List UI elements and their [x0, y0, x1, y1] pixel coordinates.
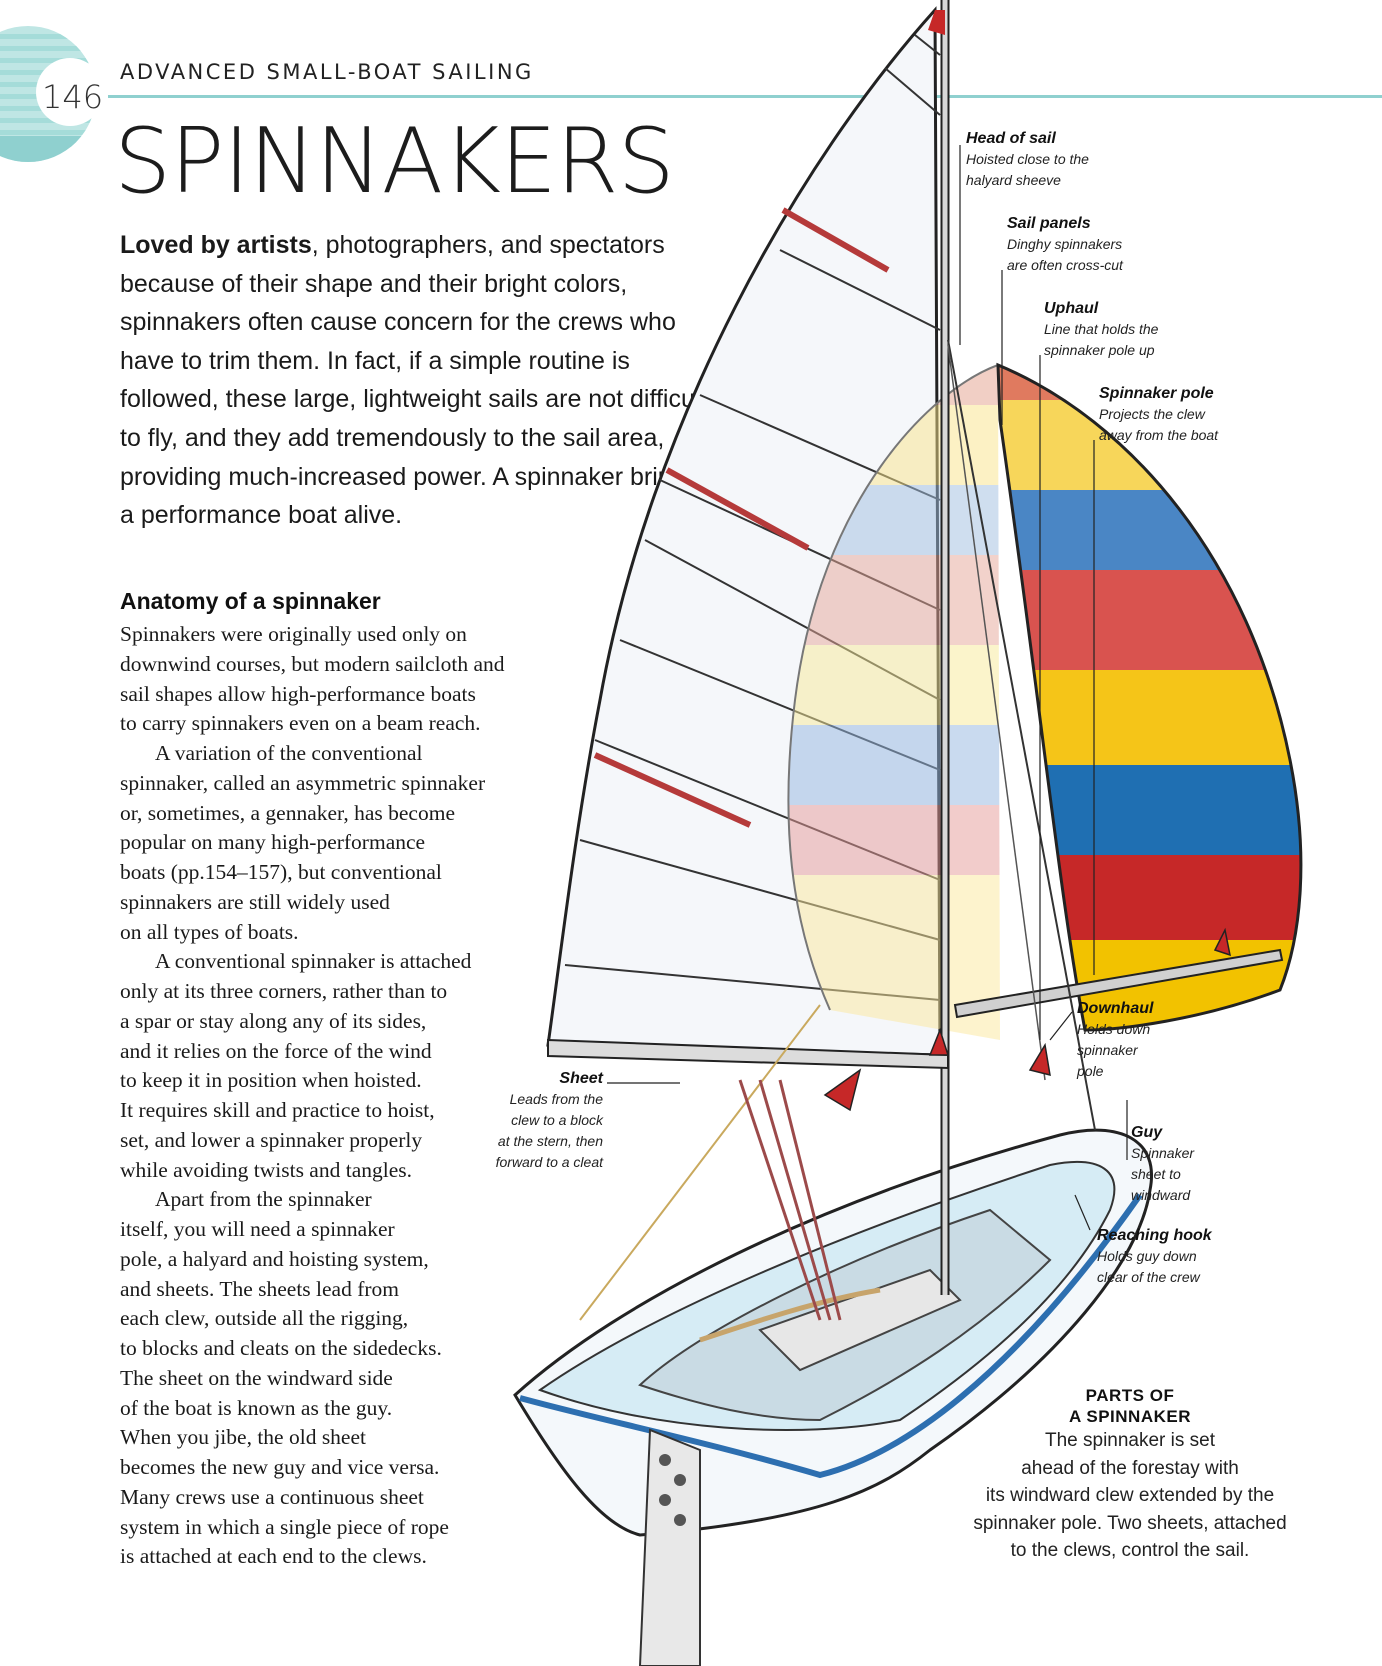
section-heading: Anatomy of a spinnaker — [120, 588, 381, 614]
page-number: 146 — [42, 78, 104, 116]
label-desc: Line that holds the — [1044, 321, 1159, 337]
label-title: Head of sail — [966, 130, 1056, 147]
label-head-of-sail: Head of sail Hoisted close to the halyar… — [966, 128, 1089, 191]
label-uphaul: Uphaul Line that holds the spinnaker pol… — [1044, 298, 1158, 361]
caption-line: its windward clew extended by the — [985, 1485, 1275, 1506]
label-desc: spinnaker pole up — [1044, 342, 1155, 358]
body-line: boats (pp.154–157), but conventional — [120, 860, 442, 884]
body-line: sail shapes allow high-performance boats — [120, 681, 476, 706]
label-desc: Spinnaker — [1131, 1145, 1195, 1161]
body-line: or, sometimes, a gennaker, has become — [120, 800, 455, 825]
page-tab-badge — [0, 26, 104, 162]
body-line: and it relies on the force of the wind — [120, 1038, 432, 1063]
body-line: popular on many high-performance — [120, 830, 426, 855]
boom — [547, 1038, 949, 1070]
label-desc: halyard sheeve — [966, 172, 1061, 188]
spinnaker-pole — [953, 948, 1284, 1019]
caption-line: to the clews, control the sail. — [1010, 1540, 1250, 1561]
caption-line: ahead of the forestay with — [1021, 1457, 1239, 1479]
label-desc: away from the boat — [1099, 427, 1219, 443]
label-desc: sheet to — [1131, 1166, 1181, 1182]
label-desc: are often cross-cut — [1007, 257, 1123, 273]
body-line: The sheet on the windward side — [120, 1365, 393, 1390]
caption-title: A SPINNAKER — [1069, 1407, 1191, 1426]
section-body: Spinnakers were originally used only on … — [120, 620, 505, 1572]
body-line: Apart from the spinnaker — [155, 1187, 372, 1212]
control-lines — [738, 1079, 842, 1321]
leader-lines — [607, 145, 1128, 1231]
label-title: Spinnaker pole — [1099, 385, 1214, 402]
body-line: downwind courses, but modern sailcloth a… — [120, 651, 505, 676]
body-line: Many crews use a continuous sheet — [120, 1484, 424, 1509]
label-desc: Leads from the — [509, 1091, 603, 1107]
body-line: itself, you will need a spinnaker — [120, 1217, 395, 1241]
dinghy-spinnaker-illustration — [513, 0, 1303, 1666]
body-line: while avoiding twists and tangles. — [120, 1157, 413, 1182]
body-line: of the boat is known as the guy. — [120, 1395, 393, 1420]
label-downhaul: Downhaul Holds down spinnaker pole — [1077, 998, 1153, 1082]
body-line: A variation of the conventional — [155, 741, 423, 765]
label-title: Uphaul — [1044, 300, 1099, 317]
intro-lead: Loved by artists — [120, 231, 312, 259]
body-line: is attached at each end to the clews. — [120, 1544, 427, 1569]
label-title: Reaching hook — [1097, 1227, 1212, 1244]
body-line: a spar or stay along any of its sides, — [120, 1008, 427, 1033]
body-line: and sheets. The sheets lead from — [120, 1276, 400, 1301]
caption-line: The spinnaker is set — [1044, 1430, 1216, 1451]
body-line: Spinnakers were originally used only on — [120, 622, 467, 646]
label-desc: clew to a block — [511, 1112, 603, 1128]
body-line: pole, a halyard and hoisting system, — [120, 1246, 429, 1271]
label-desc: Projects the clew — [1099, 406, 1205, 422]
page-title: SPINNAKERS — [114, 109, 675, 214]
hull — [513, 1128, 1153, 1666]
header-rule — [108, 95, 1382, 98]
body-line: A conventional spinnaker is attached — [155, 949, 472, 974]
label-desc: Hoisted close to the — [966, 151, 1089, 167]
battens — [593, 207, 890, 828]
body-line: to keep it in position when hoisted. — [120, 1068, 422, 1093]
figure-caption: PARTS OF A SPINNAKER The spinnaker is se… — [940, 1385, 1320, 1565]
label-desc: at the stern, then — [497, 1133, 603, 1149]
body-line: only at its three corners, rather than t… — [120, 979, 448, 1003]
body-line: system in which a single piece of rope — [120, 1514, 449, 1539]
label-desc: forward to a cleat — [495, 1154, 603, 1170]
label-sail-panels: Sail panels Dinghy spinnakers are often … — [1007, 213, 1123, 276]
body-line: to carry spinnakers even on a beam reach… — [120, 711, 481, 736]
sheet-line — [579, 1004, 821, 1321]
label-reaching-hook: Reaching hook Holds guy down clear of th… — [1097, 1225, 1212, 1288]
label-title: Guy — [1131, 1124, 1163, 1141]
label-desc: clear of the crew — [1097, 1269, 1200, 1285]
label-desc: windward — [1131, 1187, 1191, 1203]
shroud — [947, 344, 1046, 1081]
label-desc: Dinghy spinnakers — [1007, 236, 1123, 252]
intro-text: , photographers, and spectators because … — [120, 231, 708, 530]
body-line: It requires skill and practice to hoist, — [120, 1098, 435, 1122]
body-line: each clew, outside all the rigging, — [120, 1306, 409, 1331]
forestay — [947, 339, 1096, 1131]
caption-line: spinnaker pole. Two sheets, attached — [973, 1512, 1287, 1534]
label-title: Downhaul — [1077, 1000, 1154, 1017]
caption-title: PARTS OF — [1085, 1386, 1175, 1405]
label-title: Sheet — [559, 1070, 603, 1087]
label-guy: Guy Spinnaker sheet to windward — [1131, 1122, 1194, 1206]
running-head: ADVANCED SMALL-BOAT SAILING — [120, 60, 534, 84]
label-sheet: Sheet Leads from the clew to a block at … — [455, 1068, 603, 1173]
body-line: on all types of boats. — [120, 919, 299, 944]
body-line: set, and lower a spinnaker properly — [120, 1127, 423, 1152]
body-line: becomes the new guy and vice versa. — [120, 1455, 440, 1479]
label-desc: spinnaker — [1077, 1042, 1138, 1058]
intro-paragraph: Loved by artists, photographers, and spe… — [120, 226, 710, 535]
label-desc: Holds guy down — [1097, 1248, 1197, 1264]
label-spinnaker-pole: Spinnaker pole Projects the clew away fr… — [1099, 383, 1218, 446]
label-title: Sail panels — [1007, 215, 1091, 232]
label-desc: Holds down — [1077, 1021, 1151, 1037]
body-line: spinnaker, called an asymmetric spinnake… — [120, 770, 486, 795]
body-line: spinnakers are still widely used — [120, 889, 390, 914]
body-line: to blocks and cleats on the sidedecks. — [120, 1336, 442, 1360]
label-desc: pole — [1077, 1063, 1104, 1079]
body-line: When you jibe, the old sheet — [120, 1425, 366, 1450]
